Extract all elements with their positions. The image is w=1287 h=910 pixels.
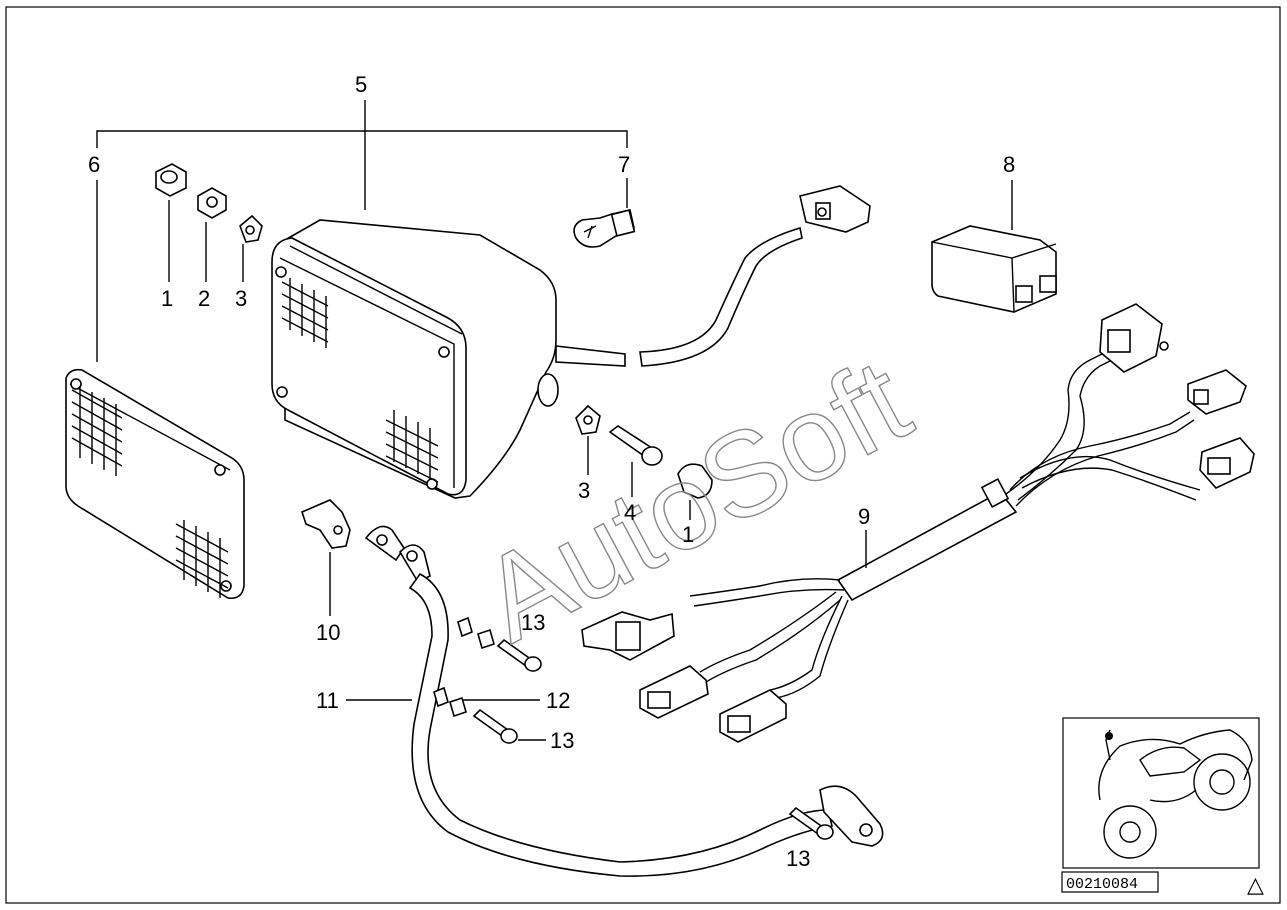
washer-2-part	[197, 187, 227, 282]
diagram-code-box: 00210084	[1061, 871, 1159, 893]
callout-10: 10	[316, 620, 340, 645]
callout-13a: 13	[521, 610, 545, 635]
screw-4-part	[608, 425, 663, 497]
callout-13b: 13	[550, 728, 574, 753]
bracket-10-part	[301, 499, 351, 616]
callout-7: 7	[618, 152, 630, 177]
warning-triangle-icon: △	[1247, 872, 1264, 897]
callout-3a: 3	[235, 286, 247, 311]
screw-13a-part	[496, 638, 542, 672]
callout-6: 6	[88, 152, 100, 177]
relay-8-part	[931, 180, 1057, 313]
clip-3b-part	[575, 404, 601, 475]
harness-9-part	[581, 303, 1255, 743]
nut-1-part	[155, 163, 187, 282]
screw-13c-part	[788, 806, 834, 840]
motorcycle-thumbnail	[1062, 717, 1260, 869]
callout-3b: 3	[578, 478, 590, 503]
sleeve-12-part	[433, 616, 540, 718]
callout-9: 9	[858, 504, 870, 529]
lamp-housing-part	[271, 219, 626, 499]
lens-cover-part	[65, 180, 245, 600]
cap-nut-1b-part	[677, 463, 713, 520]
bulb-part	[573, 178, 636, 248]
callout-1a: 1	[161, 286, 173, 311]
callout-13c: 13	[786, 846, 810, 871]
callout-4: 4	[624, 500, 636, 525]
callout-11: 11	[316, 688, 339, 713]
clip-3-part	[239, 214, 263, 282]
diagram-code: 00210084	[1066, 876, 1138, 893]
callout-8: 8	[1003, 152, 1015, 177]
frame-border	[5, 6, 1281, 904]
screw-13b-part	[472, 708, 546, 744]
lamp-lead-wire	[639, 185, 871, 367]
callout-12: 12	[546, 688, 570, 713]
callout-2: 2	[198, 286, 210, 311]
callout-1b: 1	[682, 522, 694, 547]
group-bracket	[96, 100, 628, 210]
callout-5: 5	[355, 72, 367, 97]
cable-11-part	[346, 525, 884, 877]
